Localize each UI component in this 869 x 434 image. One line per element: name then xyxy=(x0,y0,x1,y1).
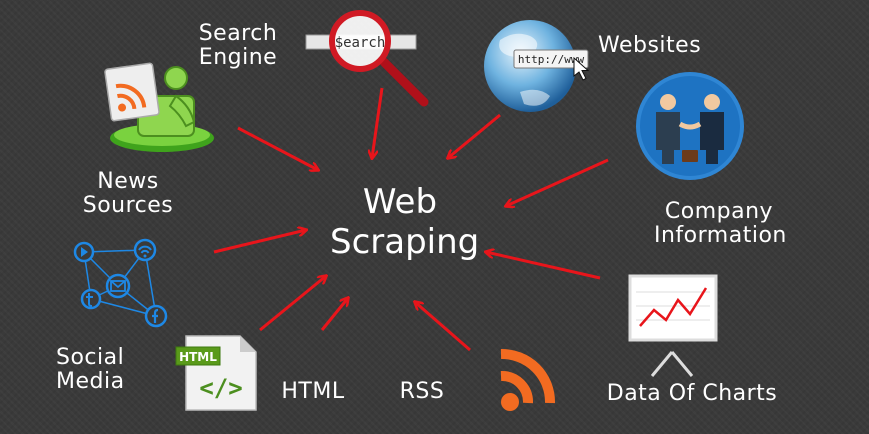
label-html: HTML xyxy=(281,379,345,404)
facebook-icon xyxy=(144,304,168,328)
social-network-icon xyxy=(73,238,168,328)
rss-icon xyxy=(500,348,556,411)
handshake-icon xyxy=(636,72,744,180)
easel-chart-icon xyxy=(628,274,718,377)
video-icon xyxy=(73,241,95,263)
search-bar-text: $earch xyxy=(335,35,386,51)
arrow-social-media-upper xyxy=(213,230,306,254)
label-search-engine: Search Engine xyxy=(198,21,278,70)
center-title-line2: Scraping xyxy=(330,222,480,262)
arrow-company-information xyxy=(506,158,609,206)
arrow-social-media-lower xyxy=(259,276,326,332)
url-text: http://www xyxy=(518,53,585,66)
arrow-rss xyxy=(415,302,471,352)
globe-icon: http://www xyxy=(484,20,590,112)
cursor-icon xyxy=(573,56,590,81)
magnifier-icon: $earch xyxy=(305,10,429,107)
label-rss: RSS xyxy=(399,379,445,404)
html-file-symbol: </> xyxy=(199,374,242,402)
arrows xyxy=(213,87,609,352)
news-reader-icon xyxy=(104,62,214,152)
arrow-news-sources xyxy=(237,126,318,170)
html-file-icon: HTML </> xyxy=(175,335,257,411)
arrow-search-engine xyxy=(372,87,384,158)
arrow-websites xyxy=(448,113,501,158)
wifi-icon xyxy=(133,238,157,262)
label-news-sources: News Sources xyxy=(82,169,174,218)
label-data-of-charts: Data Of Charts xyxy=(606,381,778,406)
arrow-html xyxy=(320,298,348,331)
center-title-line1: Web xyxy=(362,182,438,222)
arrow-data-of-charts xyxy=(486,252,601,280)
html-file-label: HTML xyxy=(179,350,217,364)
mail-icon xyxy=(105,273,131,299)
label-company-information: Company Information xyxy=(654,199,787,248)
twitter-icon xyxy=(80,288,102,310)
label-websites: Websites xyxy=(598,33,702,58)
center-title: Web Scraping xyxy=(330,182,480,262)
label-social-media: Social Media xyxy=(56,345,125,394)
